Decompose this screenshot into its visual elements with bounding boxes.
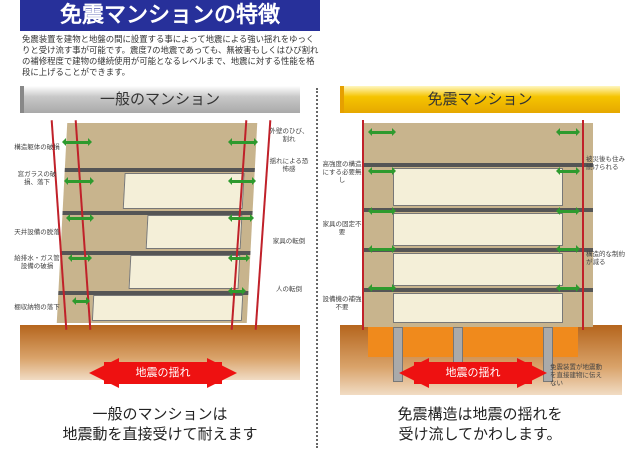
label: 天井設備の脱落 bbox=[14, 228, 60, 236]
isolated-illustration: 高強度の構造にする必要無し 家具の固定不要 設備機の補強不要 被災後も住み続けら… bbox=[318, 115, 640, 395]
intro-text: 免震装置を建物と地盤の間に設置する事によって地震による強い揺れをゆっくりと受け流… bbox=[22, 34, 319, 77]
label: 給排水・ガス管設備の破損 bbox=[14, 254, 60, 270]
quake-arrow-left: 地震の揺れ bbox=[88, 358, 238, 388]
label: 構造躯体の破損 bbox=[14, 143, 60, 151]
label: 外壁のひび、割れ bbox=[269, 127, 309, 143]
label: 窓ガラスの破損、落下 bbox=[17, 170, 57, 186]
label: 高強度の構造にする必要無し bbox=[322, 160, 362, 184]
isolated-title: 免震マンション bbox=[340, 86, 620, 113]
conventional-illustration: 構造躯体の破損 窓ガラスの破損、落下 天井設備の脱落 給排水・ガス管設備の破損 … bbox=[0, 115, 316, 380]
label: 人の転倒 bbox=[276, 285, 302, 293]
divider bbox=[316, 88, 318, 448]
conventional-caption: 一般のマンションは地震動を直接受けて耐えます bbox=[62, 405, 258, 443]
label: 揺れによる恐怖感 bbox=[269, 157, 309, 173]
label: 棚収納物の落下 bbox=[14, 303, 60, 311]
label: 構造的な制約が減る bbox=[586, 250, 625, 266]
building bbox=[363, 123, 593, 327]
isolated-caption: 免震構造は地震の揺れを受け流してかわします。 bbox=[397, 405, 563, 443]
device-note: 免震装置が地震動を直接建物に伝えない bbox=[550, 363, 602, 387]
conventional-title: 一般のマンション bbox=[20, 86, 300, 113]
label: 家具の固定不要 bbox=[322, 220, 362, 236]
label: 被災後も住み続けられる bbox=[586, 155, 625, 171]
page-title: 免震マンションの特徴 bbox=[20, 0, 320, 31]
label: 家具の転倒 bbox=[272, 237, 306, 245]
label: 設備機の補強不要 bbox=[322, 295, 362, 311]
quake-arrow-right: 地震の揺れ bbox=[398, 358, 548, 388]
